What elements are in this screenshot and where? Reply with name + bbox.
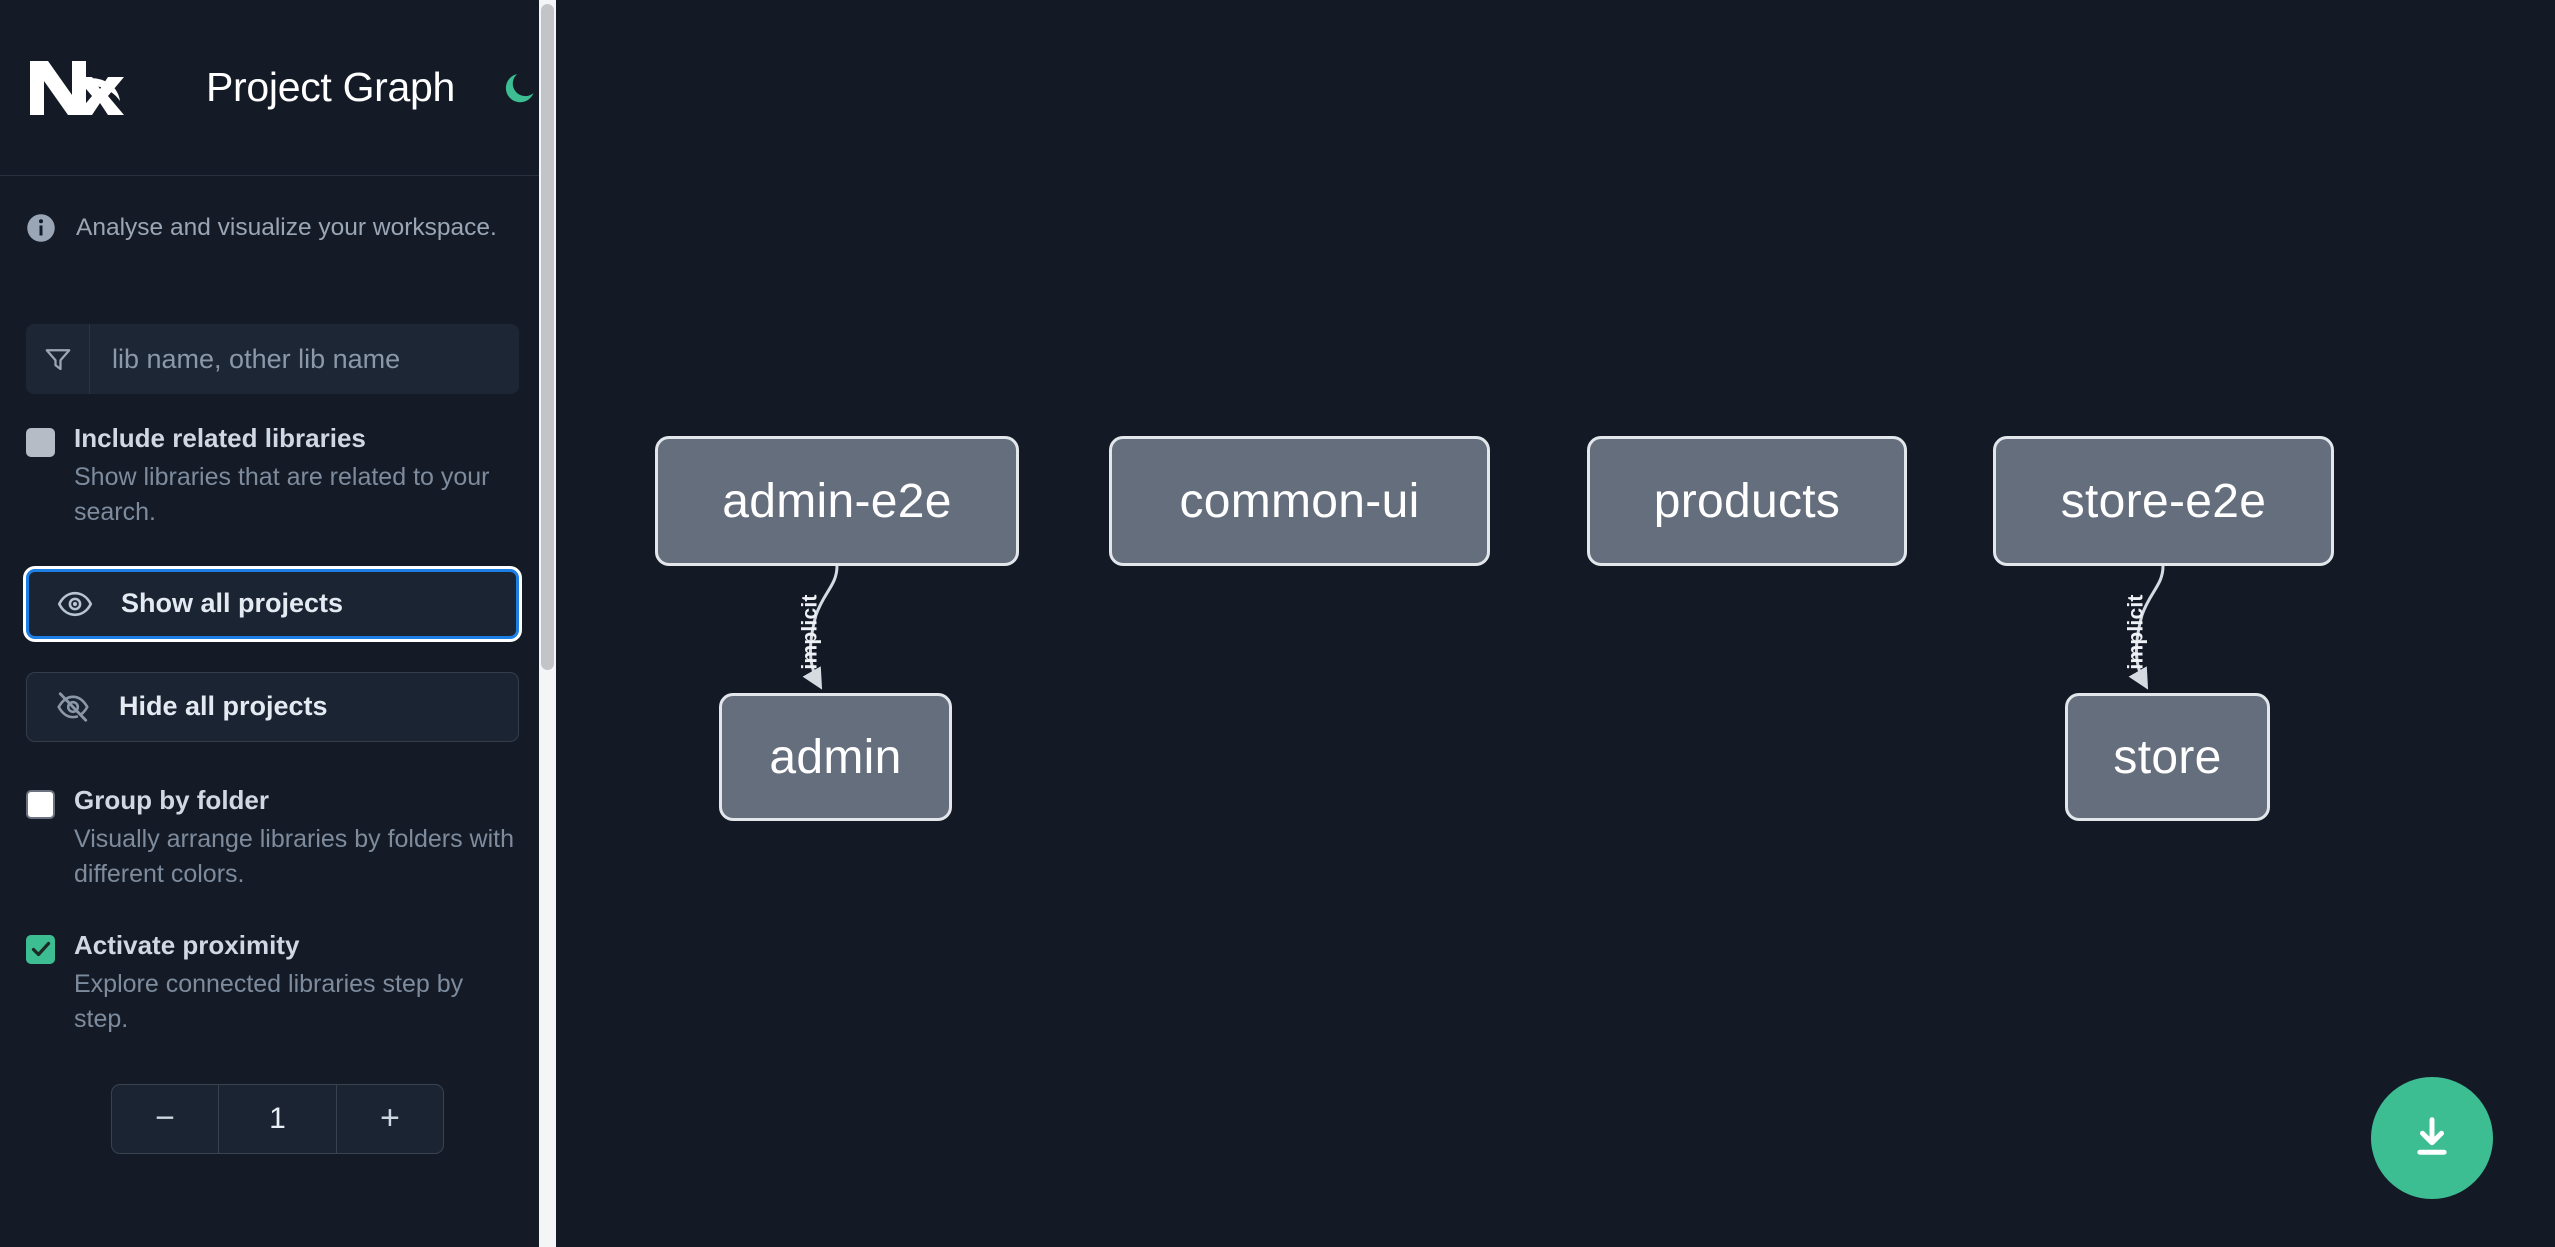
edge-label-store-e2e-to-store: implicit bbox=[2124, 594, 2148, 670]
hide-all-projects-button[interactable]: Hide all projects bbox=[26, 671, 519, 742]
download-graph-button[interactable] bbox=[2371, 1077, 2493, 1199]
edge-admin-e2e-to-admin bbox=[802, 565, 839, 690]
page-title: Project Graph bbox=[206, 64, 456, 110]
group-by-folder-description: Visually arrange libraries by folders wi… bbox=[74, 824, 515, 889]
sidebar: Project Graph Analyse and visualize your… bbox=[0, 0, 556, 1247]
show-all-projects-label: Show all projects bbox=[121, 588, 344, 619]
nx-logo bbox=[26, 55, 126, 121]
search-input[interactable] bbox=[90, 324, 519, 394]
graph-canvas[interactable]: admin-e2e common-ui products store-e2e a… bbox=[556, 0, 2555, 1247]
include-related-libraries-description: Show libraries that are related to your … bbox=[74, 462, 490, 527]
sidebar-content: Project Graph Analyse and visualize your… bbox=[0, 0, 545, 1247]
hide-all-projects-label: Hide all projects bbox=[119, 691, 328, 722]
sidebar-scrollbar[interactable] bbox=[539, 0, 556, 1247]
proximity-stepper[interactable]: − 1 + bbox=[111, 1083, 444, 1154]
search-field[interactable] bbox=[26, 324, 519, 394]
proximity-increment-button[interactable]: + bbox=[379, 1099, 400, 1138]
activate-proximity-checkbox[interactable] bbox=[26, 934, 55, 964]
include-related-libraries-label: Include related libraries bbox=[74, 423, 366, 453]
graph-node-common-ui[interactable]: common-ui bbox=[1109, 436, 1490, 566]
show-all-projects-button[interactable]: Show all projects bbox=[26, 568, 519, 639]
proximity-value: 1 bbox=[218, 1084, 337, 1153]
graph-node-products[interactable]: products bbox=[1587, 436, 1907, 566]
group-by-folder-checkbox[interactable] bbox=[26, 789, 55, 819]
activate-proximity-label: Activate proximity bbox=[74, 929, 300, 960]
subtitle-label: Analyse and visualize your workspace. bbox=[76, 214, 497, 241]
proximity-decrement-button[interactable]: − bbox=[155, 1099, 175, 1138]
edge-store-e2e-to-store bbox=[2128, 565, 2165, 690]
group-by-folder-label: Group by folder bbox=[74, 784, 269, 815]
workspace-subtitle: Analyse and visualize your workspace. bbox=[0, 176, 545, 280]
eye-icon bbox=[57, 586, 93, 622]
option-group-by-folder[interactable]: Group by folder Visually arrange librari… bbox=[0, 784, 545, 893]
info-icon bbox=[26, 213, 56, 243]
graph-node-store-e2e[interactable]: store-e2e bbox=[1993, 436, 2334, 566]
include-related-libraries-checkbox[interactable] bbox=[26, 428, 55, 457]
graph-edges bbox=[802, 565, 2165, 690]
option-activate-proximity[interactable]: Activate proximity Explore connected lib… bbox=[0, 929, 545, 1038]
download-icon bbox=[2417, 1117, 2447, 1155]
moon-icon[interactable] bbox=[499, 67, 541, 109]
graph-node-admin-e2e[interactable]: admin-e2e bbox=[655, 436, 1019, 566]
activate-proximity-description: Explore connected libraries step by step… bbox=[74, 969, 464, 1034]
graph-node-store[interactable]: store bbox=[2065, 693, 2270, 821]
sidebar-header: Project Graph bbox=[0, 0, 545, 176]
graph-node-admin[interactable]: admin bbox=[719, 693, 952, 821]
edge-label-admin-e2e-to-admin: implicit bbox=[798, 594, 822, 670]
sidebar-scrollbar-thumb[interactable] bbox=[541, 4, 554, 670]
option-include-related-libraries[interactable]: Include related libraries Show libraries… bbox=[0, 423, 545, 531]
filter-funnel-icon bbox=[26, 324, 90, 394]
eye-off-icon bbox=[55, 689, 91, 725]
